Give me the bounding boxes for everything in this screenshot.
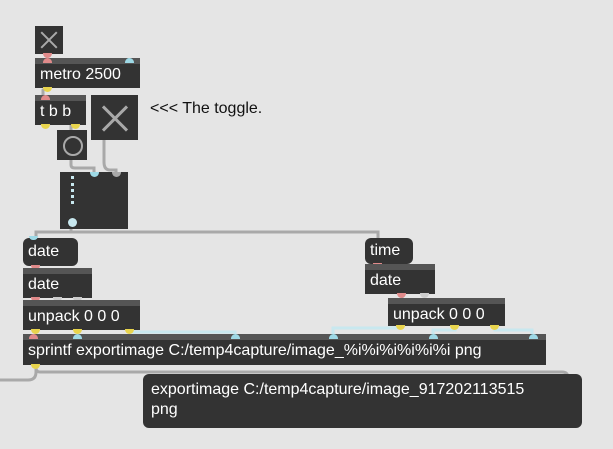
date-object-outlet-1[interactable] [31, 297, 40, 302]
outlet[interactable] [43, 53, 52, 58]
date-message-inlet[interactable] [29, 236, 38, 240]
sprintf-inlet-2[interactable] [73, 334, 82, 339]
output-message-line-2: png [151, 401, 178, 418]
time-message[interactable]: time [365, 238, 413, 268]
unpack-right-outlet-1[interactable] [396, 325, 405, 330]
unpack-left-outlet-3[interactable] [125, 329, 134, 334]
gate-object[interactable] [60, 172, 128, 229]
date-object-right-label: date [370, 272, 402, 289]
date-object[interactable]: date [23, 268, 92, 302]
output-message[interactable]: exportimage C:/temp4capture/image_917202… [143, 374, 582, 428]
sprintf-object[interactable]: sprintf exportimage C:/temp4capture/imag… [23, 334, 546, 369]
sprintf-inlet-4[interactable] [329, 334, 338, 339]
gate-left-inlet[interactable] [90, 172, 99, 177]
metro-right-inlet[interactable] [125, 58, 134, 63]
gate-outlet[interactable] [68, 218, 77, 227]
date-object-right[interactable]: date [365, 264, 435, 298]
date-message[interactable]: date [23, 236, 78, 270]
unpack-left-label: unpack 0 0 0 [28, 308, 120, 325]
gate-right-inlet[interactable] [112, 172, 121, 177]
date-object-outlet-3[interactable] [73, 297, 82, 302]
date-object-outlet-2[interactable] [53, 297, 62, 302]
cord-gate-date [34, 226, 73, 240]
sprintf-inlet-1[interactable] [29, 334, 38, 339]
cord-gate-time [69, 226, 380, 240]
gate-divider [71, 176, 74, 204]
date-object-label: date [28, 276, 60, 293]
unpack-right-label: unpack 0 0 0 [393, 306, 485, 323]
main-toggle[interactable] [91, 95, 138, 140]
output-message-line-1: exportimage C:/temp4capture/image_917202… [151, 381, 525, 398]
small-toggle[interactable] [35, 26, 63, 58]
sprintf-inlet-6[interactable] [529, 334, 538, 339]
trigger-right-outlet[interactable] [71, 124, 80, 129]
date-object-right-outlet-2[interactable] [420, 293, 429, 298]
sprintf-outlet[interactable] [31, 364, 40, 369]
unpack-left-outlet-1[interactable] [31, 329, 40, 334]
cord-bang-gate [69, 158, 96, 178]
unpack-object-right[interactable]: unpack 0 0 0 [388, 298, 505, 330]
sprintf-inlet-5[interactable] [429, 334, 438, 339]
cord-sprintf-offscreen [0, 362, 38, 382]
unpack-right-outlet-2[interactable] [450, 325, 459, 330]
date-object-right-outlet-1[interactable] [397, 293, 406, 298]
metro-left-inlet[interactable] [43, 58, 52, 63]
bang-button[interactable] [57, 130, 87, 160]
time-message-label: time [370, 242, 401, 259]
trigger-object[interactable]: t b b [35, 95, 86, 129]
bang-circle-icon [63, 136, 83, 156]
date-message-label: date [28, 243, 60, 260]
toggle-comment: <<< The toggle. [150, 100, 263, 117]
trigger-inlet[interactable] [41, 95, 50, 100]
metro-outlet[interactable] [43, 87, 52, 92]
sprintf-inlet-3[interactable] [231, 334, 240, 339]
trigger-label: t b b [40, 103, 72, 120]
date-message-outlet[interactable] [31, 265, 40, 270]
cord-toggle-gate [102, 138, 118, 178]
metro-label: metro 2500 [40, 66, 121, 83]
unpack-object-left[interactable]: unpack 0 0 0 [23, 300, 140, 334]
trigger-left-outlet[interactable] [41, 124, 50, 129]
sprintf-label: sprintf exportimage C:/temp4capture/imag… [28, 342, 482, 359]
unpack-right-outlet-3[interactable] [490, 325, 499, 330]
unpack-left-outlet-2[interactable] [73, 329, 82, 334]
metro-object[interactable]: metro 2500 [35, 58, 140, 92]
